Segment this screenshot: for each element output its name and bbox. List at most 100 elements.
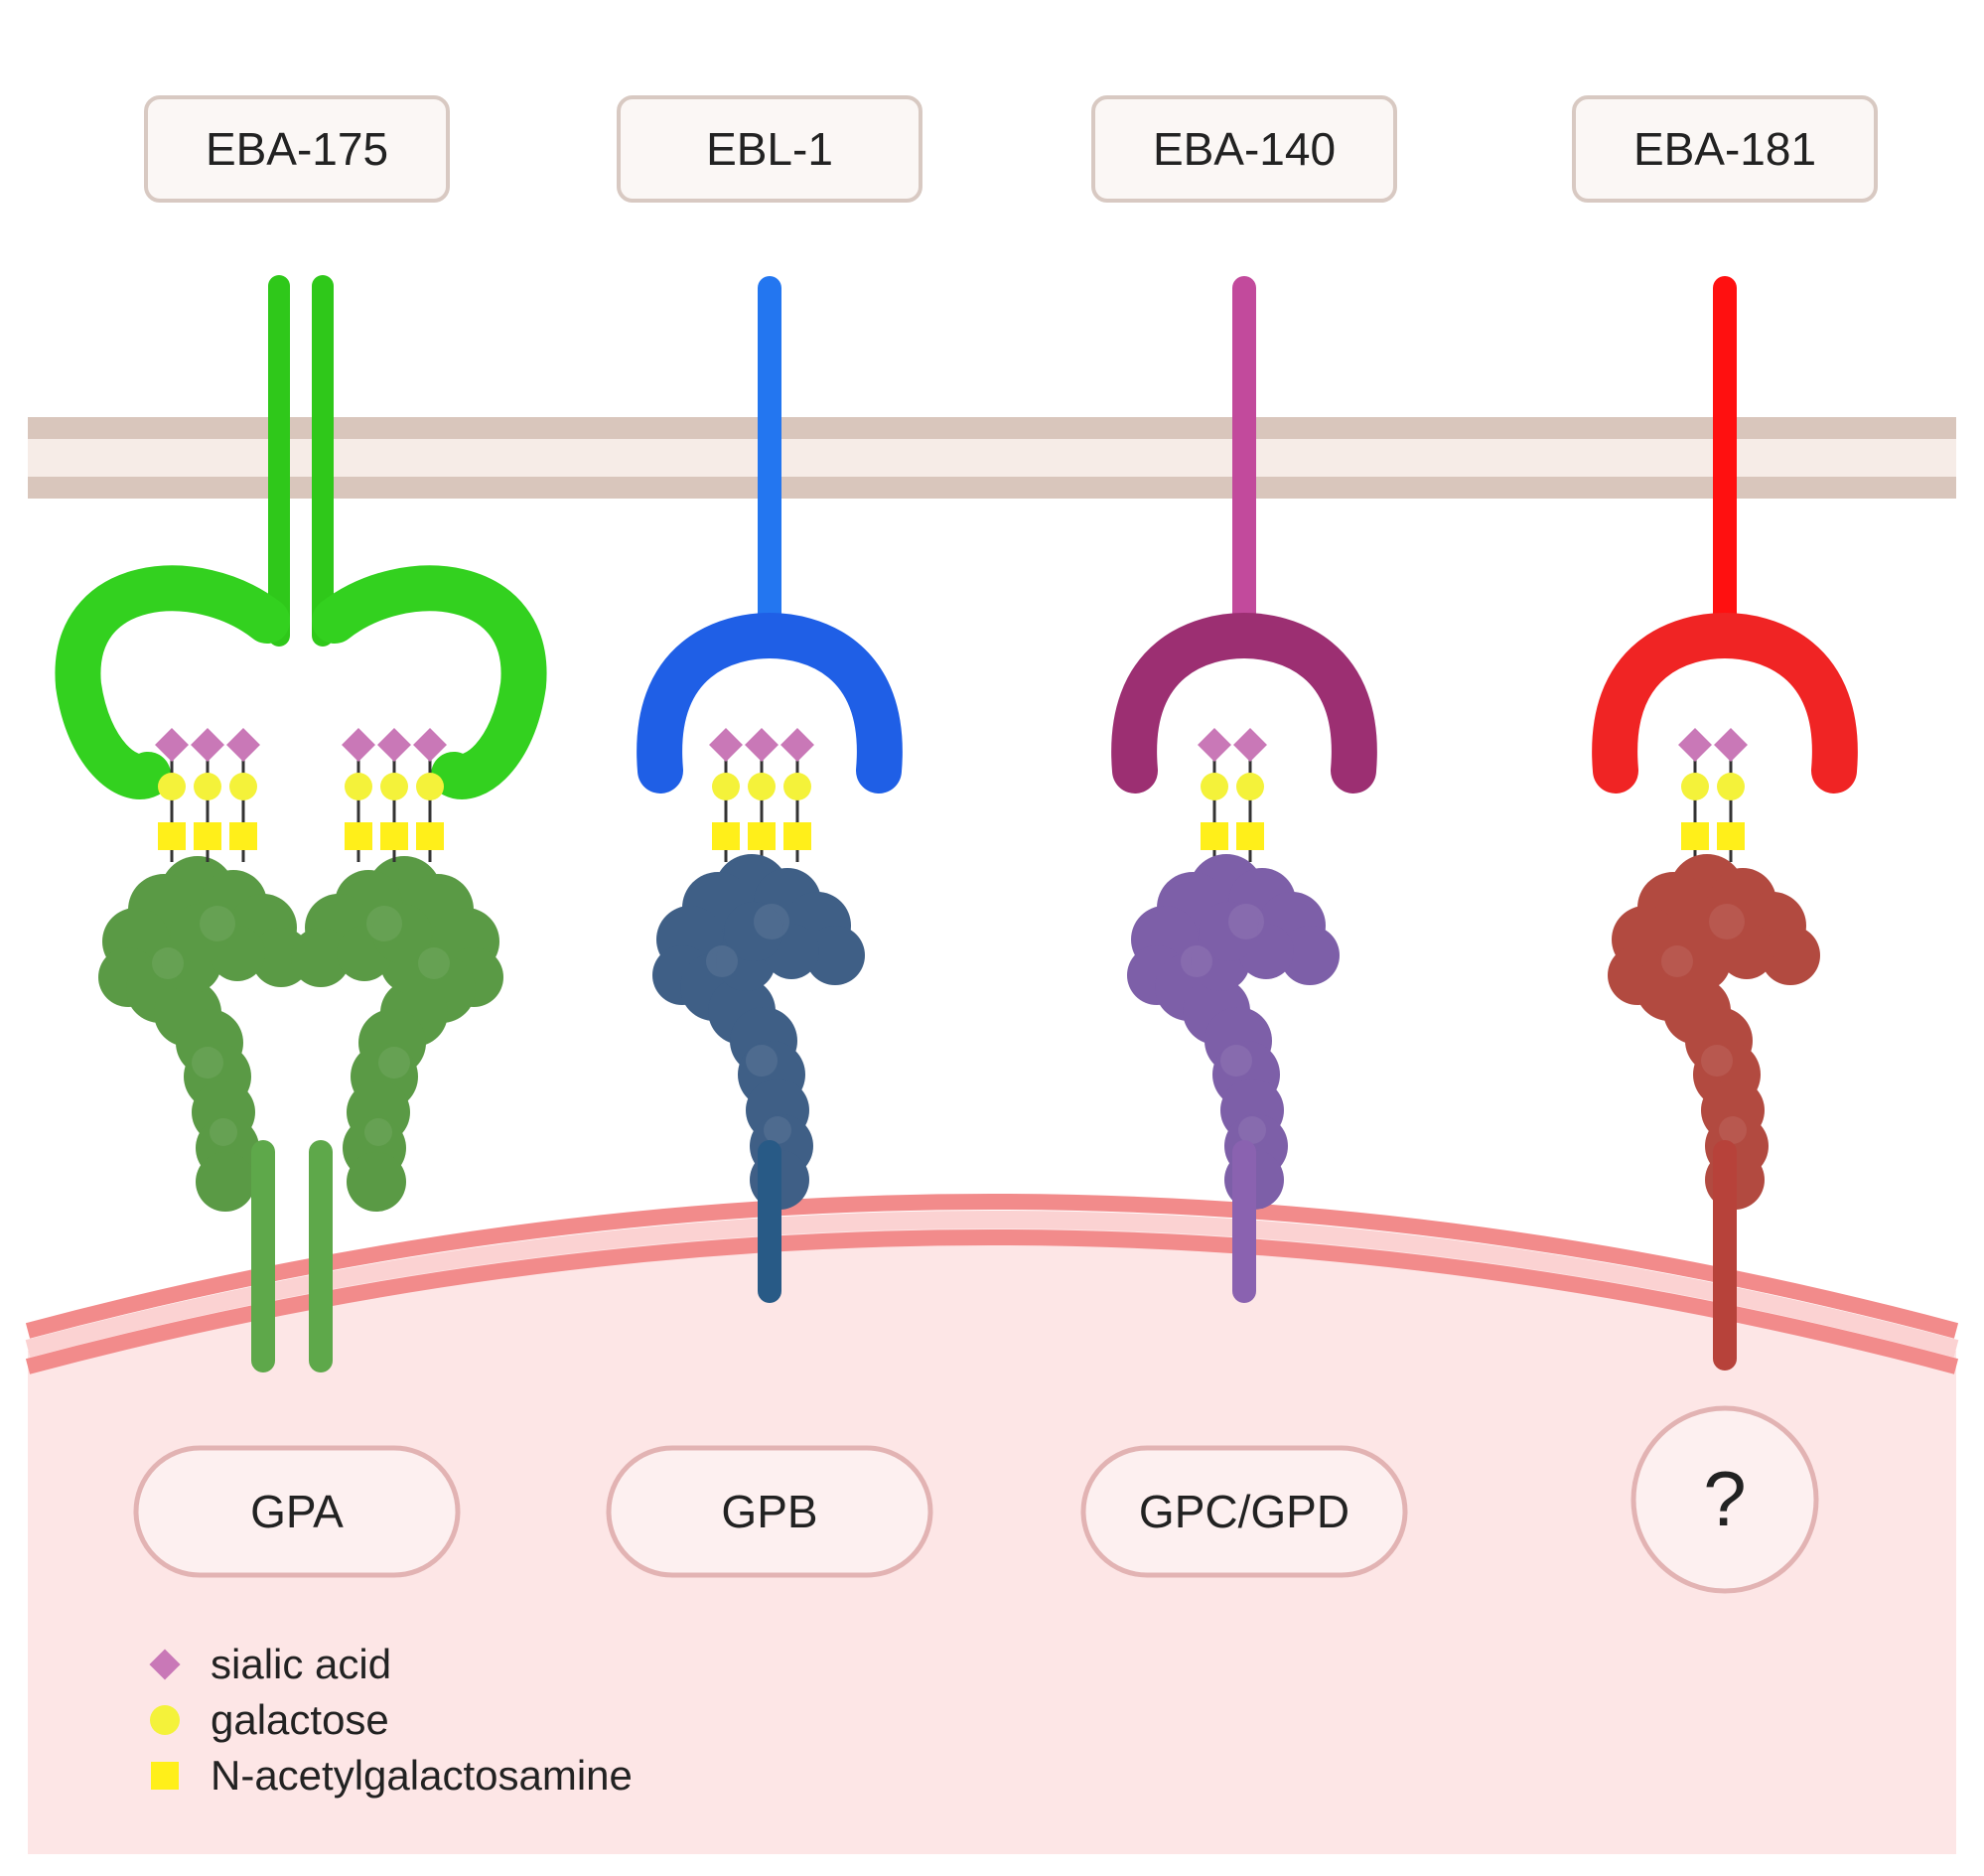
- receptor-pill: [133, 1445, 461, 1578]
- parasite-membrane: [28, 417, 1956, 499]
- sialic-acid-mark: [1714, 728, 1748, 762]
- glycophorin-highlight: [1719, 1116, 1747, 1144]
- glycophorin-highlight: [1701, 1045, 1733, 1077]
- ligand-label-eba-140: EBA-140: [1091, 95, 1397, 203]
- galnac-mark: [194, 822, 221, 850]
- glycophorin-lobe: [805, 926, 865, 985]
- glycophorin-highlight: [210, 1118, 237, 1146]
- legend-label: N-acetylgalactosamine: [211, 1752, 633, 1799]
- galnac-mark: [229, 822, 257, 850]
- galactose-mark: [1201, 773, 1228, 800]
- glycophorin-highlight: [754, 904, 789, 939]
- legend-label: sialic acid: [211, 1641, 391, 1687]
- glycophorin-lobe: [1679, 902, 1739, 961]
- receptor-label-eba-140: GPC/GPD: [1080, 1445, 1408, 1578]
- receptor-name: GPA: [250, 1486, 344, 1537]
- sialic-acid-mark: [780, 728, 814, 762]
- glycophorin-highlight: [364, 1118, 392, 1146]
- glycophorin-highlight: [706, 945, 738, 977]
- glycan-chain: [191, 728, 224, 862]
- sialic-acid-mark: [1233, 728, 1267, 762]
- glycophorin-protein: [1608, 854, 1820, 1210]
- ligand-receptor-pairs: [55, 275, 1858, 1372]
- ligand-label-box: [1572, 95, 1878, 203]
- glycophorin-lobe: [372, 904, 432, 963]
- glycophorin-lobe: [1280, 926, 1340, 985]
- galactose-mark: [1681, 773, 1709, 800]
- receptor-name: GPB: [721, 1486, 817, 1537]
- galnac-mark: [783, 822, 811, 850]
- receptor-name: GPC/GPD: [1139, 1486, 1349, 1537]
- legend-item-sialic: sialic acid: [149, 1641, 391, 1687]
- red-blood-cell: [25, 1194, 1959, 1854]
- galnac-mark: [380, 822, 408, 850]
- galactose-mark: [380, 773, 408, 800]
- glycophorin-highlight: [1238, 1116, 1266, 1144]
- rbc-cytoplasm: [28, 1222, 1956, 1854]
- glycophorin-lobe: [347, 1152, 406, 1212]
- sialic-acid-mark: [1678, 728, 1712, 762]
- galactose-mark: [194, 773, 221, 800]
- glycophorin-highlight: [764, 1116, 791, 1144]
- glycophorin-lobe: [170, 904, 229, 963]
- galnac-swatch: [151, 1762, 179, 1790]
- galnac-mark: [1236, 822, 1264, 850]
- parasite-membrane-inner-leaflet: [28, 477, 1956, 499]
- galactose-mark: [158, 773, 186, 800]
- sialic-acid-mark: [1198, 728, 1231, 762]
- glycophorin-highlight: [746, 1045, 778, 1077]
- glycan-chain: [377, 728, 411, 862]
- glycan-chain: [1714, 728, 1748, 862]
- ligand-label-box: [1091, 95, 1397, 203]
- dbl-domain: [1111, 612, 1377, 794]
- glycophorin-lobe: [291, 928, 351, 987]
- glycan-chain: [226, 728, 260, 862]
- sialic-acid-mark: [413, 728, 447, 762]
- dbl-domain: [637, 612, 903, 794]
- receptor-pill: [606, 1445, 933, 1578]
- glycan-chain: [1233, 728, 1267, 862]
- dbl-domain-left: [55, 565, 290, 799]
- receptor-label-eba-181: ?: [1630, 1405, 1819, 1594]
- galactose-mark: [345, 773, 372, 800]
- galnac-mark: [712, 822, 740, 850]
- galnac-mark: [416, 822, 444, 850]
- galactose-mark: [1717, 773, 1745, 800]
- glycophorin-lobe: [724, 902, 783, 961]
- legend: sialic acidgalactoseN-acetylgalactosamin…: [149, 1641, 633, 1799]
- glycophorin-highlight: [1228, 904, 1264, 939]
- parasite-membrane-outer-leaflet: [28, 417, 1956, 439]
- glycophorin-lobe: [1199, 902, 1258, 961]
- glycophorin-highlight: [192, 1047, 223, 1079]
- galactose-mark: [783, 773, 811, 800]
- glycophorin-highlight: [1220, 1045, 1252, 1077]
- glycan-chain: [155, 728, 189, 862]
- receptor-unknown-circle: [1630, 1405, 1819, 1594]
- galactose-swatch: [150, 1705, 180, 1735]
- galnac-mark: [1201, 822, 1228, 850]
- glycan-chain: [780, 728, 814, 862]
- sialic-acid-mark: [709, 728, 743, 762]
- legend-item-galnac: N-acetylgalactosamine: [151, 1752, 633, 1799]
- ligand-label-eba-181: EBA-181: [1572, 95, 1878, 203]
- glycophorin-lobe: [1761, 926, 1820, 985]
- glycophorin-protein: [98, 856, 311, 1212]
- glycophorin-highlight: [418, 947, 450, 979]
- sialic-acid-mark: [342, 728, 375, 762]
- dbl-domain-right: [312, 565, 547, 799]
- galactose-mark: [712, 773, 740, 800]
- ligand-label-eba-175: EBA-175: [144, 95, 450, 203]
- glycophorin-highlight: [378, 1047, 410, 1079]
- galactose-mark: [416, 773, 444, 800]
- glycan-chain: [413, 728, 447, 862]
- galnac-mark: [158, 822, 186, 850]
- ligand-name: EBL-1: [706, 123, 833, 175]
- receptor-label-ebl-1: GPB: [606, 1445, 933, 1578]
- glycophorin-lobe: [196, 1152, 255, 1212]
- sialic-acid-mark: [226, 728, 260, 762]
- sialic-acid-mark: [191, 728, 224, 762]
- ligand-label-ebl-1: EBL-1: [617, 95, 922, 203]
